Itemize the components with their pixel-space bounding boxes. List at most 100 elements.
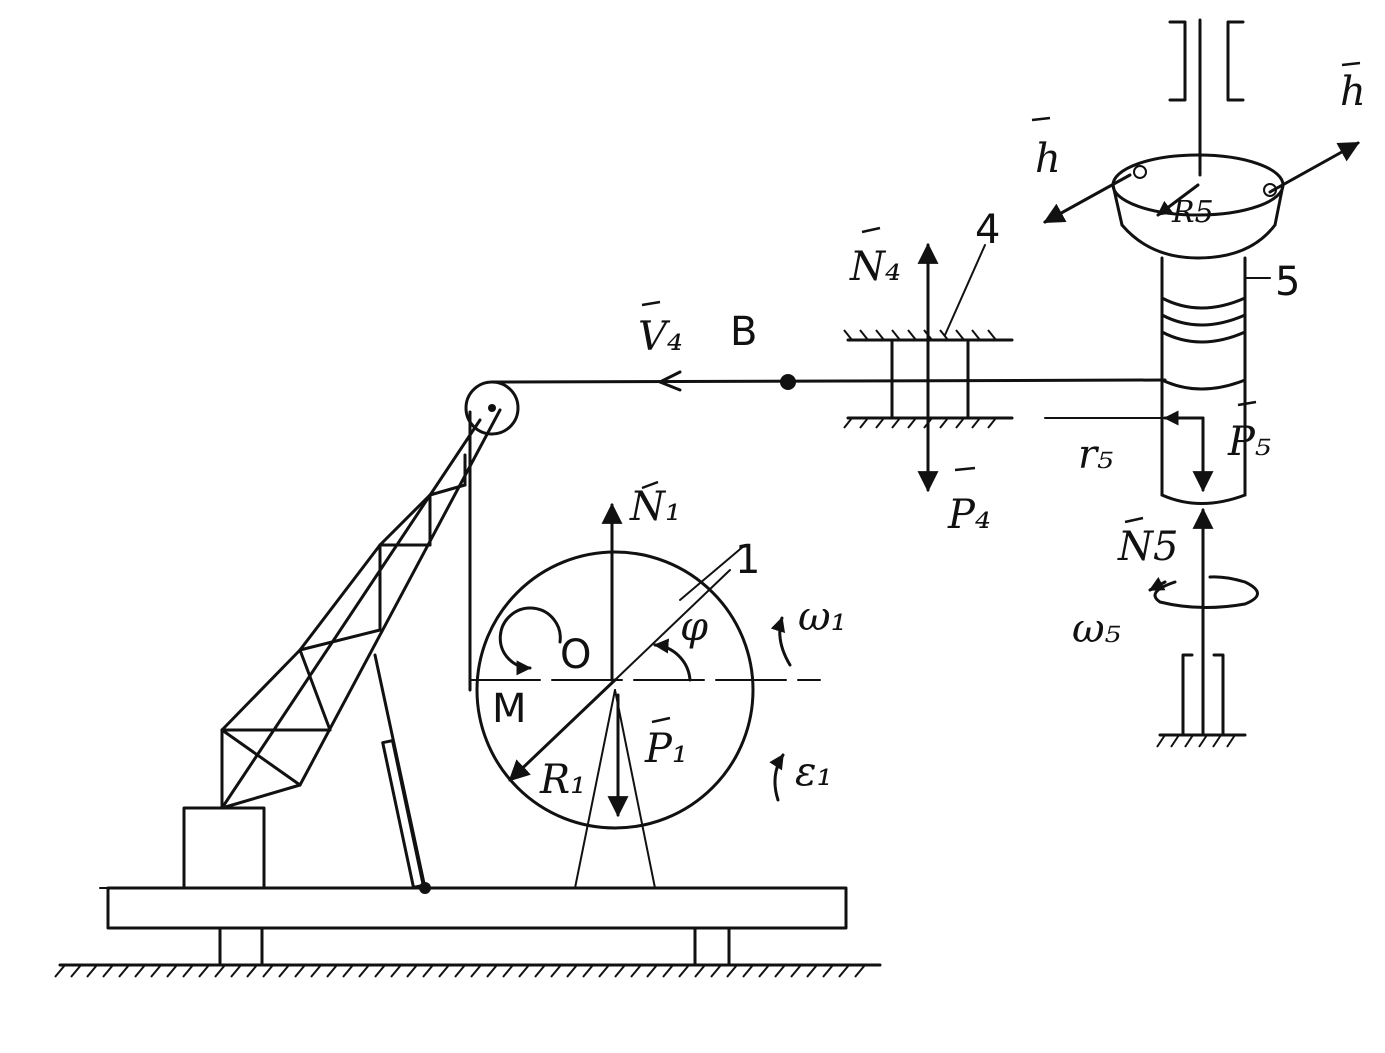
- hatch-mark: [742, 964, 754, 978]
- hatch-mark: [230, 964, 242, 978]
- hatch-mark: [102, 964, 114, 978]
- hatch-mark: [907, 329, 917, 341]
- hatch-mark: [859, 329, 869, 341]
- hatch-mark: [598, 964, 610, 978]
- hatch-mark: [438, 964, 450, 978]
- guide-hatch-bottom: [843, 417, 997, 429]
- label-center-o: O: [560, 632, 591, 678]
- hatch-mark: [358, 964, 370, 978]
- hatch-mark: [406, 964, 418, 978]
- label-point-b: B: [730, 309, 757, 355]
- hatch-mark: [54, 964, 66, 978]
- hatch-mark: [198, 964, 210, 978]
- hatch-mark: [678, 964, 690, 978]
- hatch-mark: [582, 964, 594, 978]
- label-radius-r1: R₁: [539, 757, 586, 803]
- hatch-mark: [854, 964, 866, 978]
- hatch-mark: [891, 329, 901, 341]
- hatch-mark: [726, 964, 738, 978]
- hatch-mark: [614, 964, 626, 978]
- hatch-mark: [422, 964, 434, 978]
- hatch-mark: [838, 964, 850, 978]
- hatch-mark: [518, 964, 530, 978]
- hatch-mark: [342, 964, 354, 978]
- hatch-mark: [470, 964, 482, 978]
- hatch-mark: [971, 417, 981, 429]
- hatch-mark: [822, 964, 834, 978]
- hatch-mark: [630, 964, 642, 978]
- label-weight-p4: P₄: [947, 492, 991, 538]
- label-omega1: ω₁: [798, 594, 847, 640]
- label-radius-r5-small: r₅: [1078, 432, 1113, 478]
- hatch-mark: [118, 964, 130, 978]
- hatch-mark: [987, 417, 997, 429]
- ground: [54, 963, 882, 978]
- hatch-mark: [214, 964, 226, 978]
- label-force-h-right: h: [1340, 69, 1366, 115]
- hatch-mark: [907, 417, 917, 429]
- rope: [468, 370, 1167, 692]
- hatch-mark: [662, 964, 674, 978]
- hatch-mark: [891, 417, 901, 429]
- hatch-mark: [843, 329, 853, 341]
- hatch-mark: [710, 964, 722, 978]
- hatch-mark: [86, 964, 98, 978]
- hatch-mark: [262, 964, 274, 978]
- hatch-mark: [502, 964, 514, 978]
- hatch-mark: [486, 964, 498, 978]
- hatch-mark: [182, 964, 194, 978]
- label-moment-m: M: [492, 686, 527, 732]
- hatch-mark: [166, 964, 178, 978]
- hatch-mark: [1184, 734, 1194, 748]
- hatch-mark: [875, 417, 885, 429]
- hatch-mark: [955, 417, 965, 429]
- hatch-mark: [875, 329, 885, 341]
- hatch-mark: [70, 964, 82, 978]
- label-normal-n5: N5: [1117, 524, 1178, 570]
- body-4: [843, 242, 1014, 493]
- hatch-mark: [150, 964, 162, 978]
- hatch-mark: [566, 964, 578, 978]
- drum-1: [469, 502, 821, 889]
- hatch-mark: [1212, 734, 1222, 748]
- label-force-h-left: h: [1035, 136, 1061, 182]
- hatch-mark: [134, 964, 146, 978]
- ground-hatch: [54, 964, 866, 978]
- label-normal-n1: N₁: [629, 484, 681, 530]
- label-body4: 4: [975, 207, 1000, 253]
- hatch-mark: [1156, 734, 1166, 748]
- hatch-mark: [246, 964, 258, 978]
- point-b-marker: [780, 374, 796, 390]
- platform: [99, 886, 848, 967]
- label-body5: 5: [1275, 259, 1300, 305]
- label-weight-p5: P₅: [1227, 419, 1271, 465]
- hatch-mark: [694, 964, 706, 978]
- labels: 1 4 5 O M φ ω₁ ε₁ R₁ N₁ P₁ V₄ B N₄ P₄ R5…: [492, 61, 1366, 803]
- hatch-mark: [774, 964, 786, 978]
- crane: [182, 408, 502, 894]
- hatch-mark: [454, 964, 466, 978]
- label-angle-phi: φ: [680, 604, 708, 650]
- label-omega5: ω₅: [1072, 606, 1121, 652]
- hatch-mark: [294, 964, 306, 978]
- label-radius-r5: R5: [1171, 195, 1214, 230]
- hatch-mark: [390, 964, 402, 978]
- hatch-mark: [1226, 734, 1236, 748]
- label-epsilon1: ε₁: [795, 749, 833, 795]
- hatch-mark: [310, 964, 322, 978]
- hatch-mark: [1170, 734, 1180, 748]
- body-5: [1043, 18, 1360, 748]
- label-normal-n4: N₄: [849, 244, 901, 290]
- hatch-mark: [806, 964, 818, 978]
- hatch-mark: [843, 417, 853, 429]
- hatch-mark: [646, 964, 658, 978]
- label-velocity-v4: V₄: [638, 314, 683, 360]
- hatch-mark: [859, 417, 869, 429]
- hatch-mark: [987, 329, 997, 341]
- label-body1: 1: [735, 537, 760, 583]
- hatch-mark: [326, 964, 338, 978]
- hatch-mark: [278, 964, 290, 978]
- hatch-mark: [374, 964, 386, 978]
